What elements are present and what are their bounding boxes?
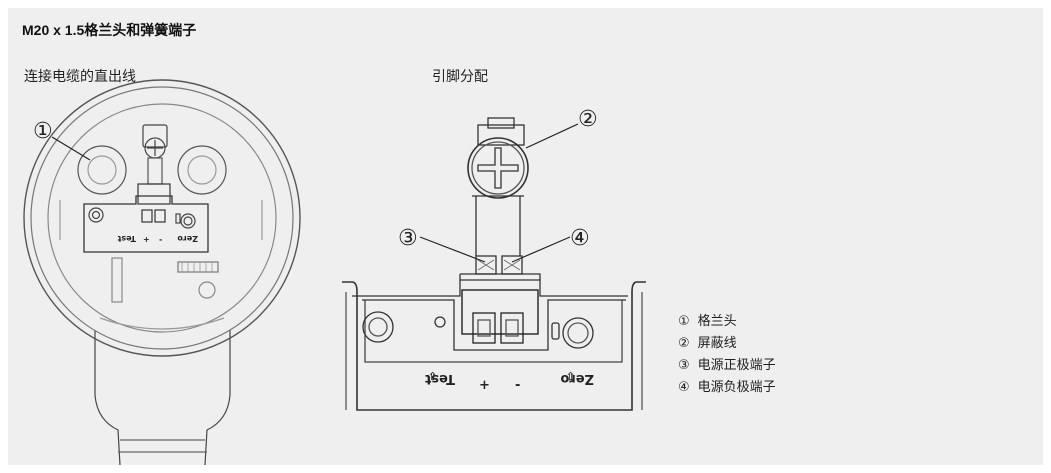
- shield-screw: [467, 137, 529, 199]
- legend-text: 电源正极端子: [697, 358, 776, 373]
- pin-assignment-view: [342, 117, 646, 411]
- legend-num: ③: [678, 358, 690, 373]
- left-zero-label: Zero: [177, 234, 198, 243]
- callout-3: ③: [398, 226, 418, 251]
- left-board-labels: Test + - Zero: [117, 234, 198, 244]
- test-arrow: ⇧: [428, 370, 437, 383]
- left-minus-label: -: [159, 235, 162, 244]
- cable-gland-left: [77, 145, 127, 195]
- cable-gland-right: [177, 145, 227, 195]
- callout-4: ④: [570, 226, 590, 251]
- legend-text: 电源负极端子: [697, 380, 776, 395]
- legend-item: ① 格兰头: [678, 311, 776, 333]
- legend-num: ②: [678, 336, 690, 351]
- figure-title: M20 x 1.5格兰头和弹簧端子: [22, 22, 197, 38]
- zero-arrow: ⇧: [566, 370, 575, 383]
- legend-num: ④: [678, 380, 690, 395]
- left-test-label: Test: [117, 234, 136, 243]
- left-caption: 连接电缆的直出线: [24, 69, 136, 85]
- legend-item: ③ 电源正极端子: [678, 355, 776, 377]
- callout-3-leader: [419, 236, 486, 263]
- device-top-view: [23, 79, 301, 466]
- callout-2-leader: [525, 123, 579, 149]
- minus-label: -: [515, 378, 520, 393]
- plus-label: +: [479, 378, 490, 393]
- callout-4-leader: [511, 236, 571, 263]
- test-label: Test: [425, 371, 455, 386]
- callout-1-leader: [51, 136, 91, 161]
- legend-item: ④ 电源负极端子: [678, 377, 776, 399]
- legend: ① 格兰头 ② 屏蔽线 ③ 电源正极端子 ④ 电源负极端子: [678, 311, 776, 399]
- right-board-labels: Test ⇧ + - Zero ⇧: [425, 370, 594, 393]
- legend-text: 屏蔽线: [697, 336, 737, 351]
- legend-text: 格兰头: [697, 314, 737, 329]
- legend-num: ①: [678, 314, 690, 329]
- legend-item: ② 屏蔽线: [678, 333, 776, 355]
- callout-2: ②: [578, 107, 598, 132]
- zero-label: Zero: [560, 371, 594, 386]
- right-caption: 引脚分配: [432, 69, 488, 85]
- callout-1: ①: [33, 119, 53, 144]
- figure-panel: [8, 8, 1043, 465]
- left-plus-label: +: [143, 235, 150, 244]
